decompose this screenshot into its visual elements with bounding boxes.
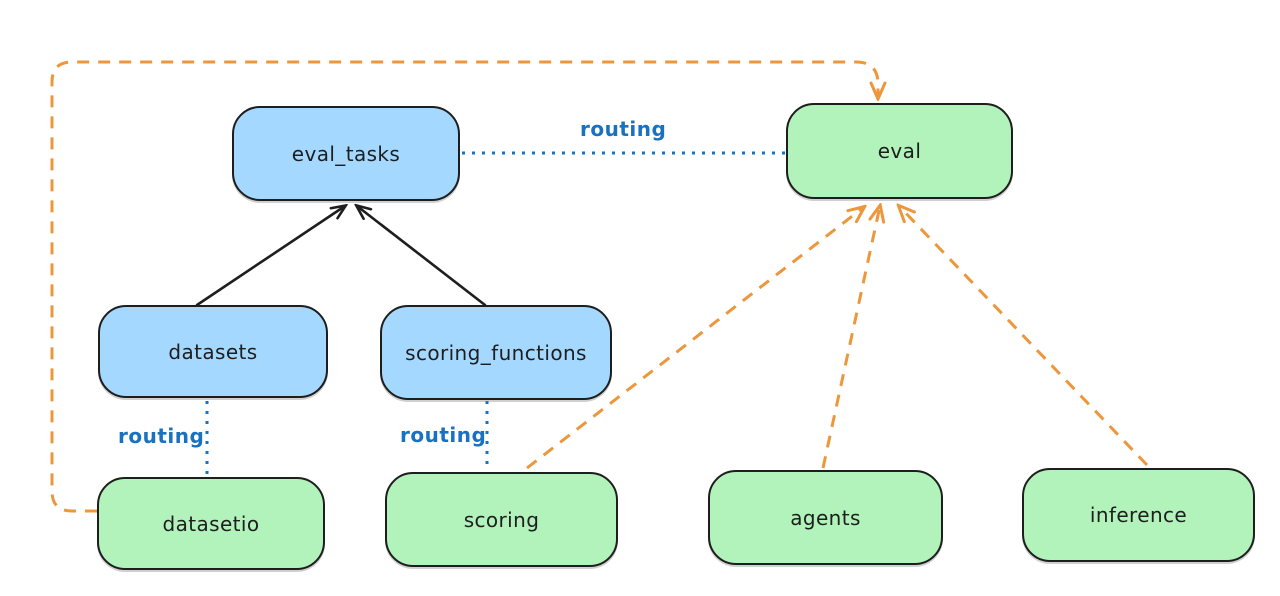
edge-agents-to-eval [821,206,880,469]
node-inference-label: inference [1089,503,1188,527]
edge-scoring-to-eval [526,207,864,470]
node-datasets[interactable]: datasets [98,305,328,398]
node-scoring[interactable]: scoring [385,472,618,567]
node-eval-tasks[interactable]: eval_tasks [232,106,460,201]
routing-label-datasets-datasetio: routing [118,424,205,448]
edge-datasets-to-eval-tasks [195,206,345,307]
node-agents[interactable]: agents [708,470,943,565]
node-scoring-functions-label: scoring_functions [405,340,587,365]
node-eval[interactable]: eval [786,103,1013,199]
node-datasets-label: datasets [168,339,258,364]
node-inference[interactable]: inference [1022,468,1255,562]
routing-label-scoring-functions-scoring: routing [400,423,487,447]
node-datasetio-label: datasetio [162,511,260,536]
node-eval-label: eval [877,139,922,163]
node-agents-label: agents [790,505,861,530]
routing-label-eval-tasks-eval: routing [580,117,667,141]
node-scoring-functions[interactable]: scoring_functions [380,305,612,400]
node-datasetio[interactable]: datasetio [97,477,325,570]
edge-scoring-functions-to-eval-tasks [357,206,487,307]
edge-inference-to-eval [899,206,1149,467]
node-scoring-label: scoring [463,507,540,532]
node-eval-tasks-label: eval_tasks [291,141,401,166]
